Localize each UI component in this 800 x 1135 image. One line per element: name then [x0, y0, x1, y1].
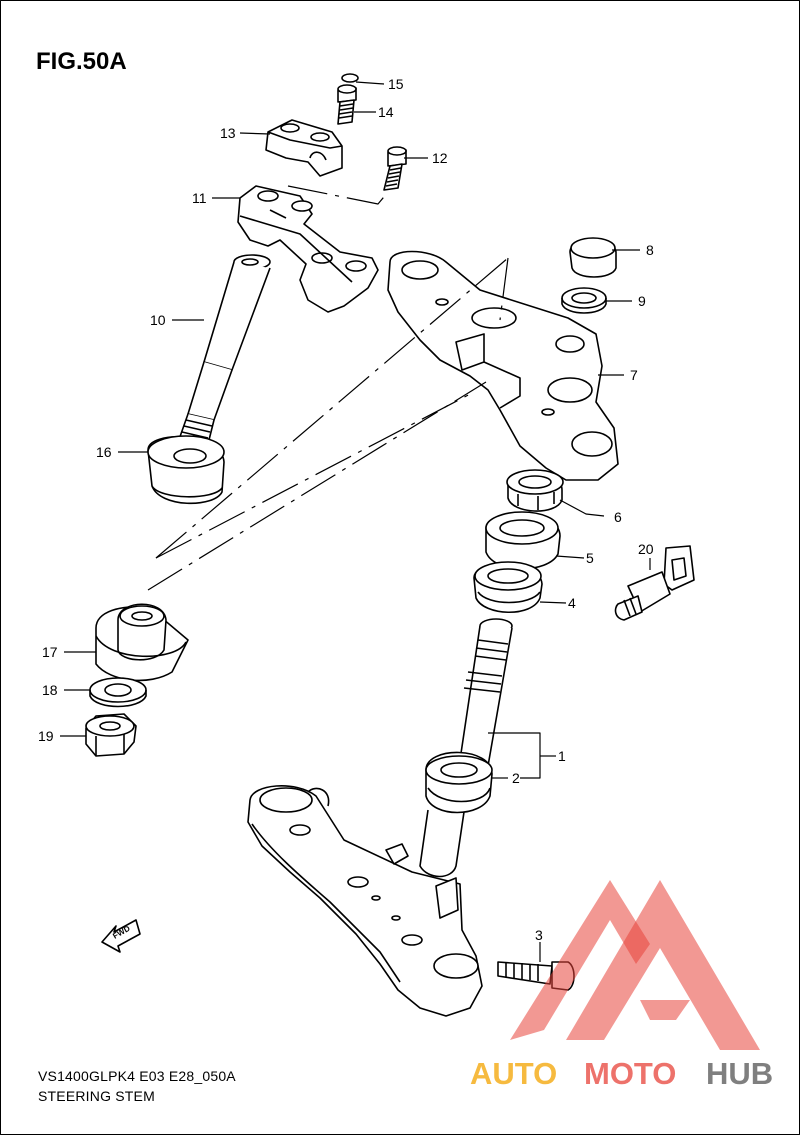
part-11-holder-lower: [237, 185, 379, 313]
part-18-washer: [89, 677, 147, 708]
watermark-logo: AUTO MOTO HUB: [470, 880, 773, 1091]
part-13-holder-upper: [265, 119, 343, 177]
callout-3: 3: [535, 927, 543, 943]
part-7-upper-bracket: [387, 250, 619, 481]
watermark-text-auto: AUTO: [470, 1056, 557, 1091]
callout-8: 8: [646, 242, 654, 258]
callout-2: 2: [512, 770, 520, 786]
part-17-cushion: [95, 603, 189, 682]
part-12-bolt: [383, 146, 407, 191]
part-10-stem-tube: [175, 254, 271, 459]
part-15-washer: [341, 73, 359, 83]
figure-name: STEERING STEM: [38, 1088, 155, 1104]
callout-7: 7: [630, 367, 638, 383]
callout-1: 1: [558, 748, 566, 764]
figure-title: FIG.50A: [36, 48, 127, 75]
callout-5: 5: [586, 550, 594, 566]
callout-4: 4: [568, 595, 576, 611]
part-8-cap: [569, 237, 617, 278]
part-1-steering-stem: [419, 618, 513, 878]
lower-bracket: [247, 785, 483, 1017]
indicator-lines: [147, 185, 509, 591]
figure-code: VS1400GLPK4 E03 E28_050A: [38, 1068, 236, 1084]
callout-16: 16: [96, 444, 112, 460]
part-4-bearing: [473, 561, 543, 614]
callout-10: 10: [150, 312, 166, 328]
callout-19: 19: [38, 728, 54, 744]
part-9-washer: [561, 287, 607, 314]
callout-11: 11: [192, 190, 207, 206]
callout-18: 18: [42, 682, 58, 698]
leader-lines: [60, 81, 651, 962]
callout-6: 6: [614, 509, 622, 525]
callout-12: 12: [432, 150, 448, 166]
callout-17: 17: [42, 644, 58, 660]
callout-15: 15: [388, 76, 404, 92]
watermark-text-moto: MOTO: [584, 1056, 676, 1091]
part-20-switch: [614, 545, 695, 621]
part-19-nut: [85, 713, 137, 757]
part-16-cushion: [147, 435, 225, 505]
watermark-text-hub: HUB: [706, 1056, 773, 1091]
part-2-seal: [425, 751, 493, 814]
callout-20: 20: [638, 541, 654, 557]
callout-9: 9: [638, 293, 646, 309]
callout-14: 14: [378, 104, 394, 120]
part-5-bearing: [485, 511, 561, 570]
callout-13: 13: [220, 125, 236, 141]
fwd-arrow-icon: [101, 919, 141, 953]
part-6-nut: [506, 469, 564, 512]
part-14-bolt: [337, 84, 357, 125]
